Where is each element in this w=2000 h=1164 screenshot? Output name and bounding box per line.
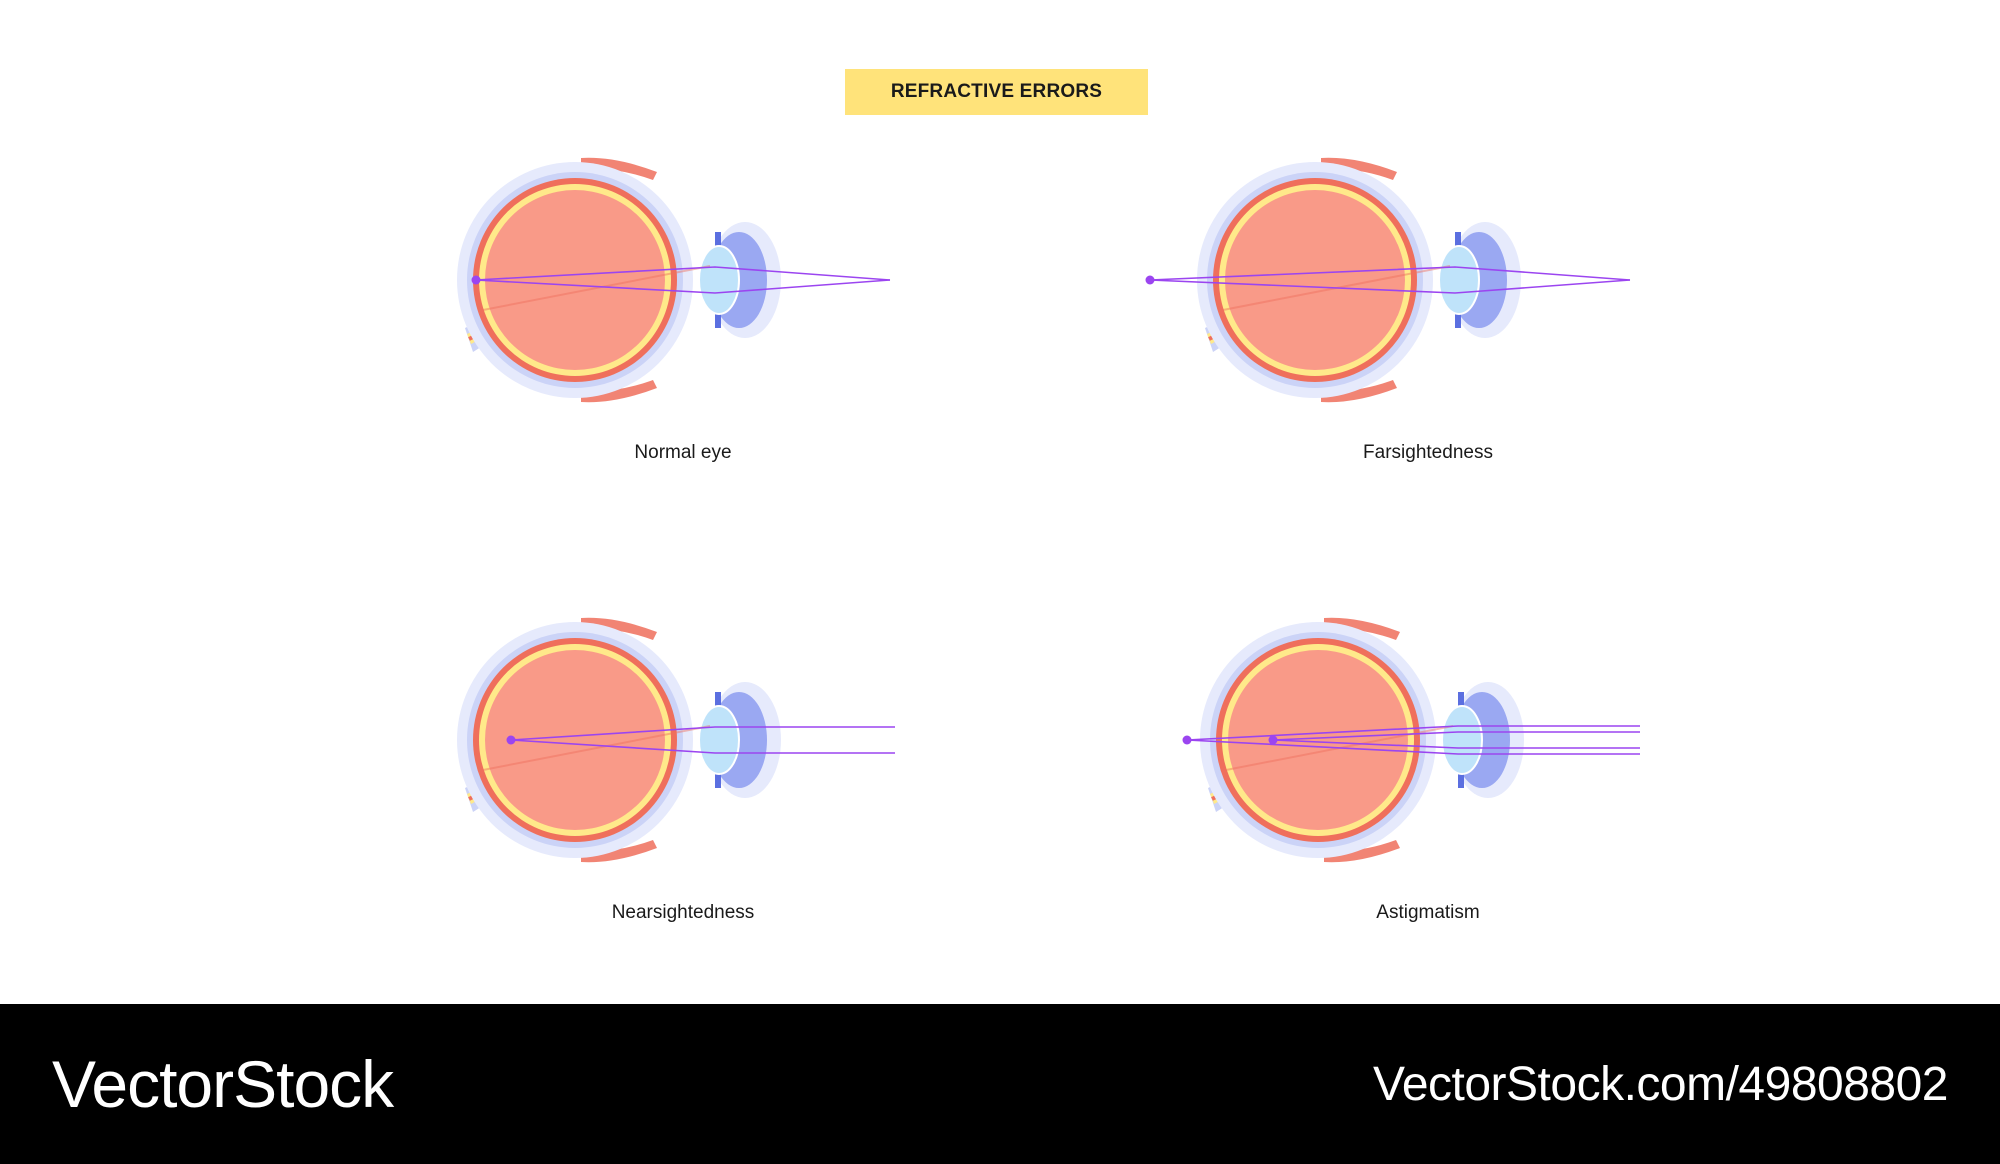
- light-ray-lower: [1149, 279, 1631, 294]
- light-ray-1: [1186, 725, 1640, 741]
- light-ray-lower: [510, 739, 895, 754]
- lens: [1441, 705, 1483, 775]
- eye-muscle-top: [581, 617, 657, 640]
- caption-farsightedness: Farsightedness: [1363, 442, 1493, 463]
- light-ray-2: [1272, 731, 1640, 741]
- eye-muscle-top: [1321, 157, 1397, 180]
- vitreous-body: [1225, 190, 1405, 370]
- lens: [1438, 245, 1480, 315]
- panel-nearsightedness: Nearsightedness: [400, 595, 920, 925]
- lens: [698, 245, 740, 315]
- panel-farsightedness: Farsightedness: [1140, 135, 1660, 465]
- diagram-title: REFRACTIVE ERRORS: [890, 81, 1103, 102]
- eye-muscle-bottom: [1321, 380, 1397, 403]
- caption-astigmatism: Astigmatism: [1376, 902, 1480, 923]
- focal-point-1: [1145, 275, 1155, 285]
- light-ray-lower: [475, 279, 891, 294]
- light-ray-upper: [510, 726, 895, 741]
- watermark-footer: VectorStock VectorStock.com/49808802: [0, 1004, 2000, 1164]
- vitreous-body: [485, 650, 665, 830]
- eye-muscle-top: [1324, 617, 1400, 640]
- light-ray-upper: [475, 266, 891, 281]
- focal-point-1: [471, 275, 481, 285]
- brand-url: VectorStock.com/49808802: [1372, 1057, 1949, 1111]
- focal-point-1: [506, 735, 516, 745]
- eye-muscle-bottom: [581, 380, 657, 403]
- title-badge: REFRACTIVE ERRORS: [845, 69, 1148, 115]
- panel-normal-eye: Normal eye: [400, 135, 920, 465]
- focal-point-2: [1268, 735, 1278, 745]
- eye-muscle-bottom: [1324, 840, 1400, 863]
- vitreous-body: [485, 190, 665, 370]
- focal-point-1: [1182, 735, 1192, 745]
- central-vessel: [482, 725, 711, 771]
- caption-normal-eye: Normal eye: [634, 442, 732, 463]
- lens: [698, 705, 740, 775]
- astigmatism-eye-illustration: [1182, 617, 1640, 863]
- farsighted-eye-illustration: [1145, 157, 1631, 403]
- eye-muscle-top: [581, 157, 657, 180]
- light-ray-4: [1186, 739, 1640, 755]
- light-ray-upper: [1149, 266, 1631, 281]
- normal-eye-illustration: [457, 157, 891, 403]
- panel-astigmatism: Astigmatism: [1140, 595, 1660, 925]
- vitreous-body: [1228, 650, 1408, 830]
- brand-logo: VectorStock: [52, 1047, 394, 1121]
- eye-muscle-bottom: [581, 840, 657, 863]
- light-ray-3: [1272, 739, 1640, 749]
- nearsighted-eye-illustration: [457, 617, 895, 863]
- central-vessel: [482, 265, 711, 311]
- caption-nearsightedness: Nearsightedness: [611, 902, 755, 923]
